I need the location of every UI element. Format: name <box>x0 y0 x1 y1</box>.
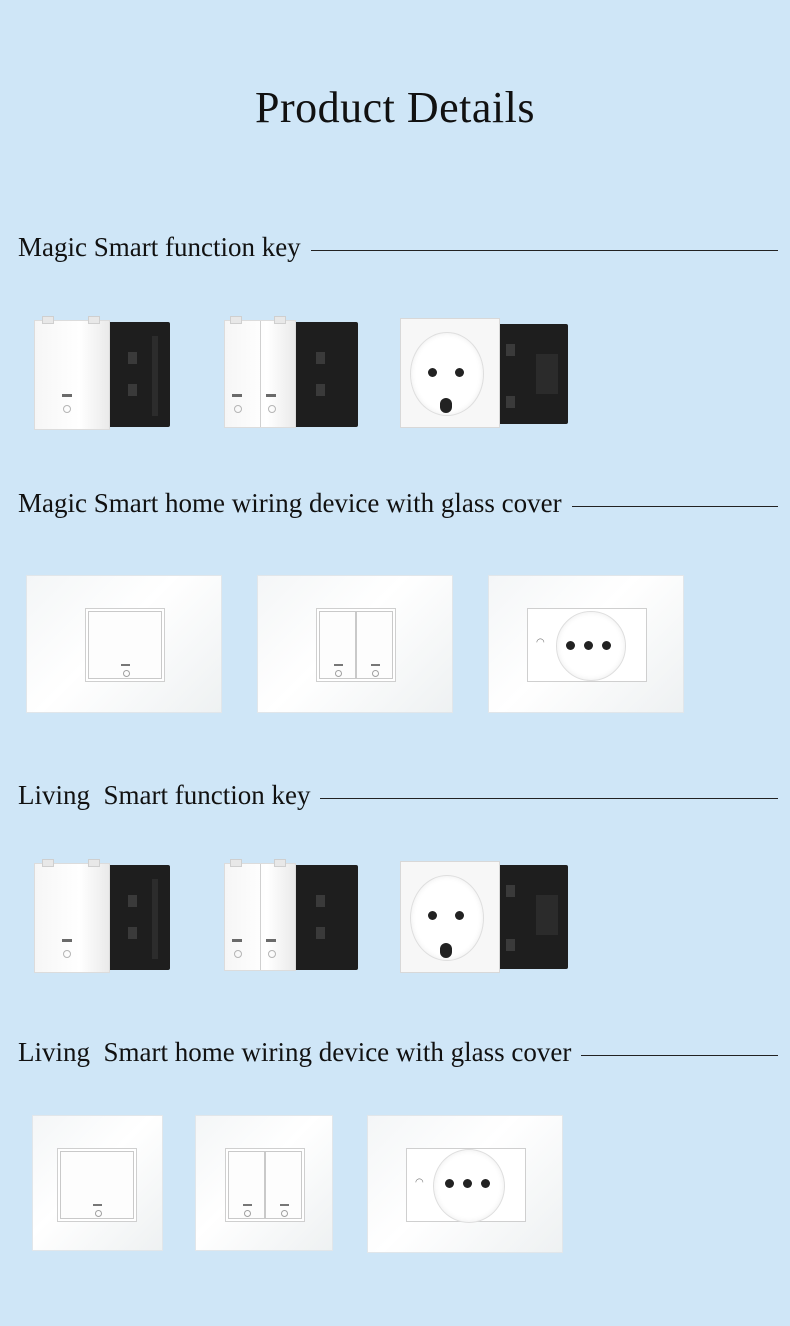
section-heading-4: Living Smart home wiring device with gla… <box>18 1035 778 1069</box>
wifi-icon: ◠ <box>536 637 545 648</box>
divider-line <box>320 797 778 799</box>
product-row-4: ◠ <box>0 1115 790 1255</box>
double-key-glass-panel-image <box>195 1115 333 1251</box>
single-key-module-image <box>32 855 174 975</box>
product-row-2: ◠ <box>0 575 790 715</box>
section-heading-3: Living Smart function key <box>18 778 778 812</box>
socket-module-image <box>400 312 575 432</box>
product-row-1 <box>0 312 790 437</box>
section-heading-text: Living Smart function key <box>18 779 311 810</box>
single-key-glass-panel-image <box>26 575 222 713</box>
double-key-module-image <box>222 855 364 975</box>
divider-line <box>581 1054 778 1056</box>
single-key-module-image <box>32 312 174 432</box>
section-heading-2: Magic Smart home wiring device with glas… <box>18 486 778 520</box>
socket-glass-panel-image: ◠ <box>367 1115 563 1253</box>
section-heading-text: Magic Smart function key <box>18 231 301 262</box>
double-key-glass-panel-image <box>257 575 453 713</box>
wifi-icon: ◠ <box>415 1177 424 1188</box>
section-heading-text: Living Smart home wiring device with gla… <box>18 1036 572 1067</box>
divider-line <box>310 249 778 251</box>
page-title: Product Details <box>254 83 535 132</box>
divider-line <box>571 505 778 507</box>
double-key-module-image <box>222 312 364 432</box>
single-key-glass-panel-image <box>32 1115 163 1251</box>
socket-module-image <box>400 855 575 975</box>
section-heading-text: Magic Smart home wiring device with glas… <box>18 487 562 518</box>
socket-glass-panel-image: ◠ <box>488 575 684 713</box>
section-heading-1: Magic Smart function key <box>18 230 778 264</box>
product-row-3 <box>0 855 790 980</box>
